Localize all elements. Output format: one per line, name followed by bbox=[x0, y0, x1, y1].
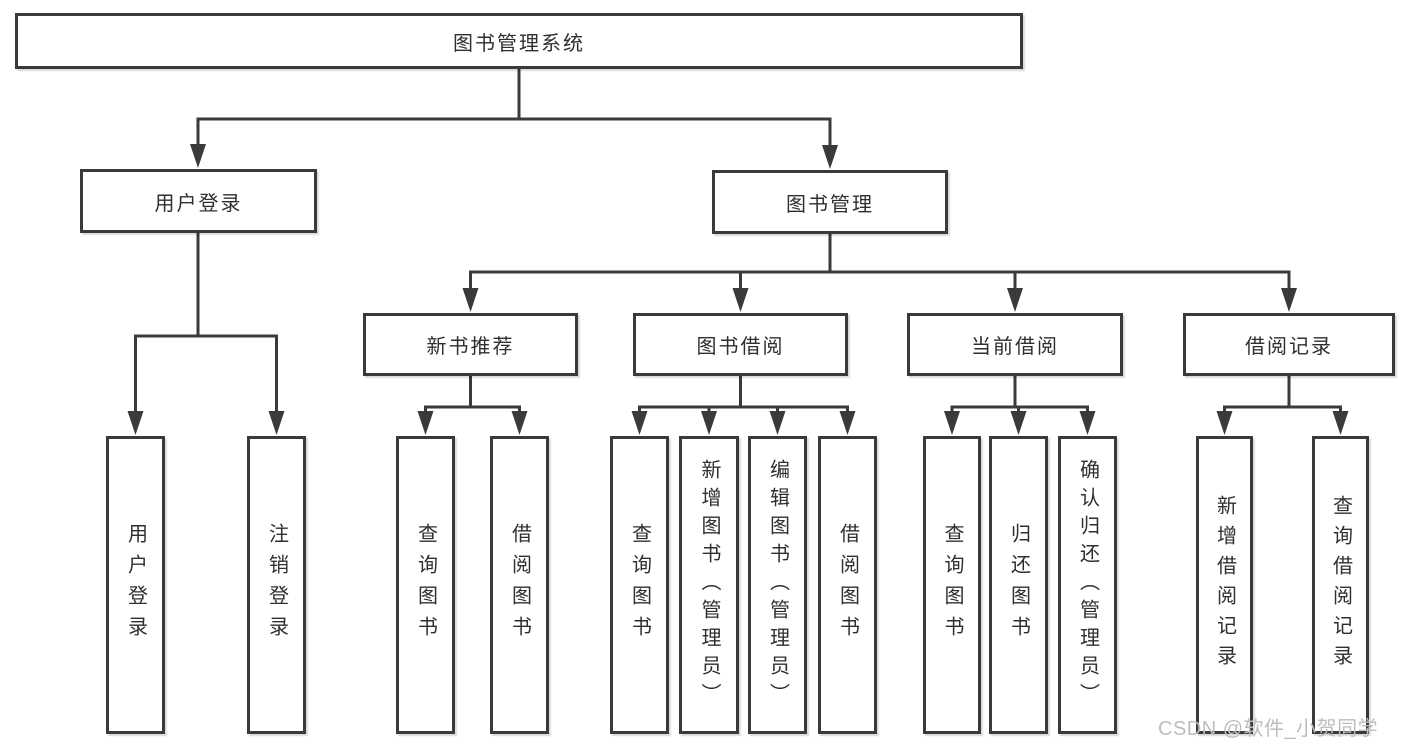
node-borrow-records: 借阅记录 bbox=[1183, 313, 1395, 376]
connector-book-management bbox=[462, 234, 1297, 312]
leaf-borrow-books-recommend: 借阅图书 bbox=[490, 436, 549, 734]
leaf-edit-book-admin: 编辑图书（管理员） bbox=[748, 436, 807, 734]
leaf-query-books-borrow: 查询图书 bbox=[610, 436, 669, 734]
leaf-query-books-current: 查询图书 bbox=[923, 436, 981, 734]
leaf-return-book: 归还图书 bbox=[989, 436, 1048, 734]
node-book-borrow: 图书借阅 bbox=[633, 313, 848, 376]
leaf-query-borrow-record: 查询借阅记录 bbox=[1312, 436, 1369, 734]
leaf-query-books-recommend: 查询图书 bbox=[396, 436, 455, 734]
node-current-borrow: 当前借阅 bbox=[907, 313, 1123, 376]
connector-book-borrow bbox=[631, 376, 856, 435]
connector-borrow-records bbox=[1216, 376, 1349, 435]
leaf-add-book-admin: 新增图书（管理员） bbox=[679, 436, 739, 734]
connector-current-borrow bbox=[944, 376, 1096, 435]
csdn-watermark: CSDN @软件_小贺同学 bbox=[1158, 718, 1379, 740]
leaf-user-login: 用户登录 bbox=[106, 436, 165, 734]
connector-new-book bbox=[417, 376, 528, 435]
leaf-logout: 注销登录 bbox=[247, 436, 306, 734]
leaf-confirm-return-admin: 确认归还（管理员） bbox=[1058, 436, 1117, 734]
node-user-login: 用户登录 bbox=[80, 169, 317, 233]
node-root-library-system: 图书管理系统 bbox=[15, 13, 1023, 69]
connector-user-login bbox=[127, 233, 285, 435]
leaf-borrow-books: 借阅图书 bbox=[818, 436, 877, 734]
node-book-management: 图书管理 bbox=[712, 170, 948, 234]
node-new-book-recommend: 新书推荐 bbox=[363, 313, 578, 376]
connector-root bbox=[190, 68, 838, 169]
leaf-add-borrow-record: 新增借阅记录 bbox=[1196, 436, 1253, 734]
